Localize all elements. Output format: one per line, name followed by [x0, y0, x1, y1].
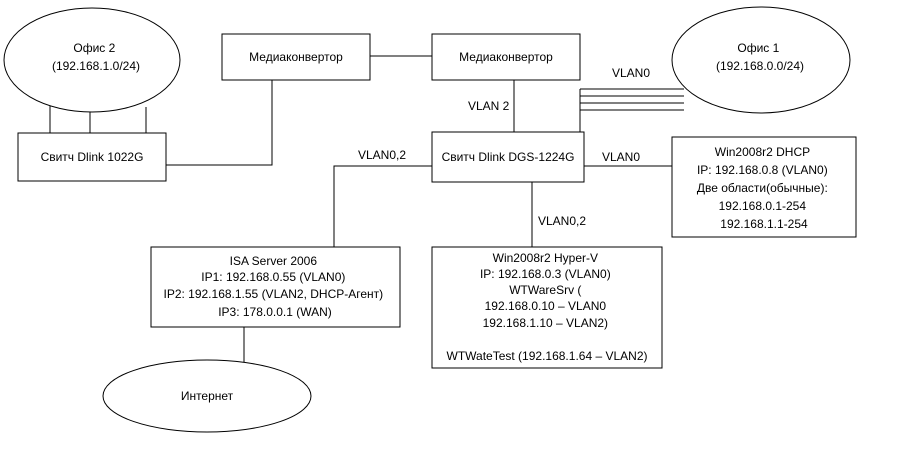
- link-label-vlan0-office1: VLAN0: [612, 66, 650, 80]
- hyperv-label: Win2008r2 Hyper-V IP: 192.168.0.3 (VLAN0…: [447, 251, 648, 363]
- dhcp-box: [671, 136, 857, 238]
- mc-right-label: Медиаконвертор: [459, 50, 553, 64]
- office2-label: Офис 2 (192.168.1.0/24): [52, 41, 140, 73]
- link-label-vlan02-isa: VLAN0,2: [358, 148, 406, 162]
- office1-ellipse: [671, 6, 851, 114]
- link-label-vlan0-dhcp: VLAN0: [602, 150, 640, 164]
- mc-left-label: Медиаконвертор: [249, 50, 343, 64]
- mc-left-box: [221, 33, 371, 81]
- switch-1022-label: Свитч Dlink 1022G: [41, 150, 144, 164]
- office2-ellipse: [3, 7, 181, 113]
- isa-label: ISA Server 2006 IP1: 192.168.0.55 (VLAN0…: [163, 254, 386, 319]
- switch-1022-box: [17, 132, 167, 182]
- switch-1224-box: [431, 131, 585, 183]
- internet-ellipse: [102, 359, 312, 433]
- isa-box: [150, 246, 401, 328]
- internet-label: Интернет: [181, 389, 234, 403]
- wire-switch-1224-isa: [333, 165, 432, 247]
- switch-1224-label: Свитч Dlink DGS-1224G: [442, 150, 575, 164]
- office1-label: Офис 1 (192.168.0.0/24): [716, 41, 804, 73]
- connections: [49, 55, 684, 362]
- dhcp-label: Win2008r2 DHCP IP: 192.168.0.8 (VLAN0) Д…: [697, 145, 831, 231]
- hyperv-box: [431, 246, 663, 369]
- wire-mc-left-switch-1022: [166, 80, 273, 166]
- mc-right-box: [431, 33, 581, 81]
- link-label-vlan2-mc: VLAN 2: [468, 99, 510, 113]
- link-label-vlan02-hyperv: VLAN0,2: [538, 214, 586, 228]
